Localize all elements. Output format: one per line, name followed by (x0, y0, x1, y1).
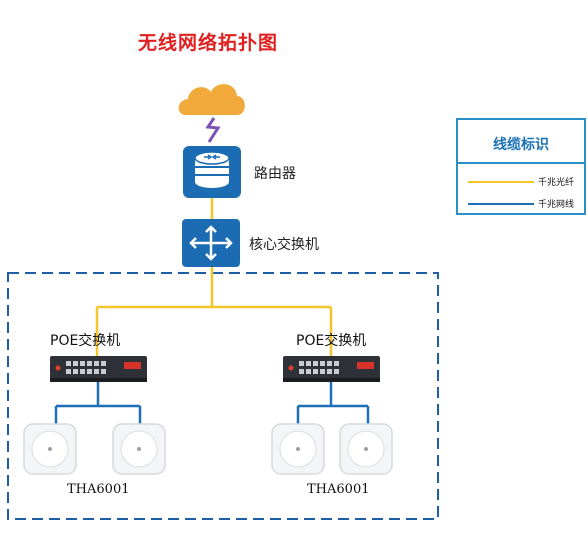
access-point-icon (23, 423, 77, 475)
lightning-icon (205, 117, 221, 143)
poe-switch-device (283, 356, 380, 382)
router-label: 路由器 (254, 166, 296, 182)
legend-item-fiber: 千兆光纤 (468, 176, 578, 188)
cable-legend: 线缆标识 千兆光纤 千兆网线 (456, 118, 586, 215)
ap-group-label: THA6001 (67, 482, 130, 497)
access-point-icon (271, 423, 325, 475)
ethernet-line-swatch (468, 203, 534, 205)
legend-divider (458, 162, 584, 164)
poe-switch-device (50, 356, 147, 382)
core-switch-label: 核心交换机 (249, 237, 319, 253)
fiber-line-swatch (468, 181, 534, 183)
ap-group-label: THA6001 (307, 482, 370, 497)
core-switch-icon (182, 219, 240, 267)
legend-item-label: 千兆网线 (538, 200, 575, 210)
legend-item-ethernet: 千兆网线 (468, 198, 578, 210)
ethernet-links-right (296, 382, 370, 426)
access-point-icon (112, 423, 166, 475)
legend-item-label: 千兆光纤 (538, 178, 575, 188)
cloud-icon (178, 84, 245, 115)
access-layer-boundary (7, 272, 439, 520)
fiber-links (95, 267, 333, 356)
diagram-title: 无线网络拓扑图 (138, 32, 279, 54)
poe-switch-label: POE交换机 (296, 333, 367, 349)
access-point-icon (339, 423, 393, 475)
router-icon (183, 146, 241, 198)
ethernet-links-left (54, 382, 142, 426)
legend-title: 线缆标识 (493, 137, 549, 153)
poe-switch-label: POE交换机 (50, 333, 121, 349)
